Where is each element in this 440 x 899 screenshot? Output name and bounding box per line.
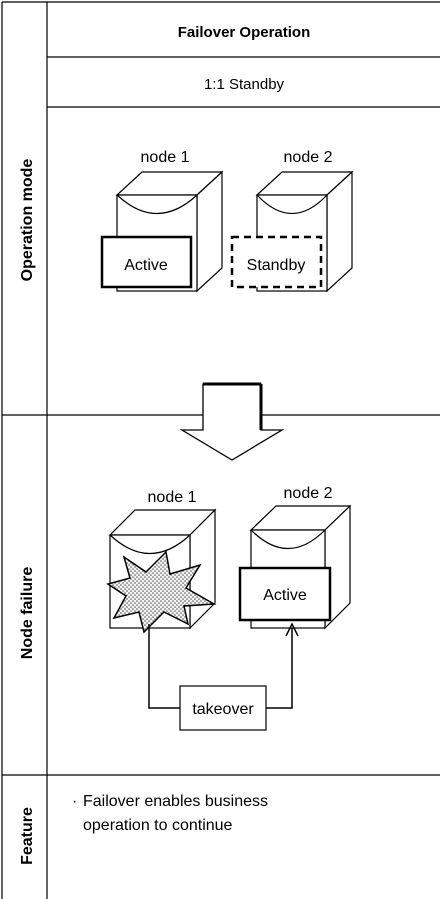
opmode-standby-box	[230, 235, 323, 289]
failure-node1-label: node 1	[148, 489, 197, 506]
feature-line-1: Failover enables business	[83, 793, 268, 810]
header-title: Failover Operation	[178, 24, 311, 41]
row-label-operation-mode: Operation mode	[19, 159, 36, 282]
failure-active-box	[238, 566, 332, 622]
opmode-standby-label: Standby	[247, 257, 306, 274]
opmode-active-label: Active	[124, 257, 168, 274]
down-arrow-icon	[179, 382, 285, 461]
feature-bullet: ·	[72, 793, 77, 810]
row-label-feature: Feature	[19, 807, 36, 865]
row-label-node-failure: Node failure	[19, 567, 36, 660]
failure-active-label: Active	[263, 587, 307, 604]
takeover-label: takeover	[192, 701, 254, 718]
opmode-active-box	[100, 235, 193, 289]
takeover-connector	[148, 622, 299, 709]
explosion-burst-icon	[106, 550, 217, 634]
header-subtitle: 1:1 Standby	[204, 76, 285, 93]
failure-node2-label: node 2	[284, 485, 333, 502]
opmode-node1-label: node 1	[141, 149, 190, 166]
opmode-node2-label: node 2	[284, 149, 333, 166]
feature-line-2: operation to continue	[83, 817, 233, 834]
takeover-box	[179, 685, 267, 731]
